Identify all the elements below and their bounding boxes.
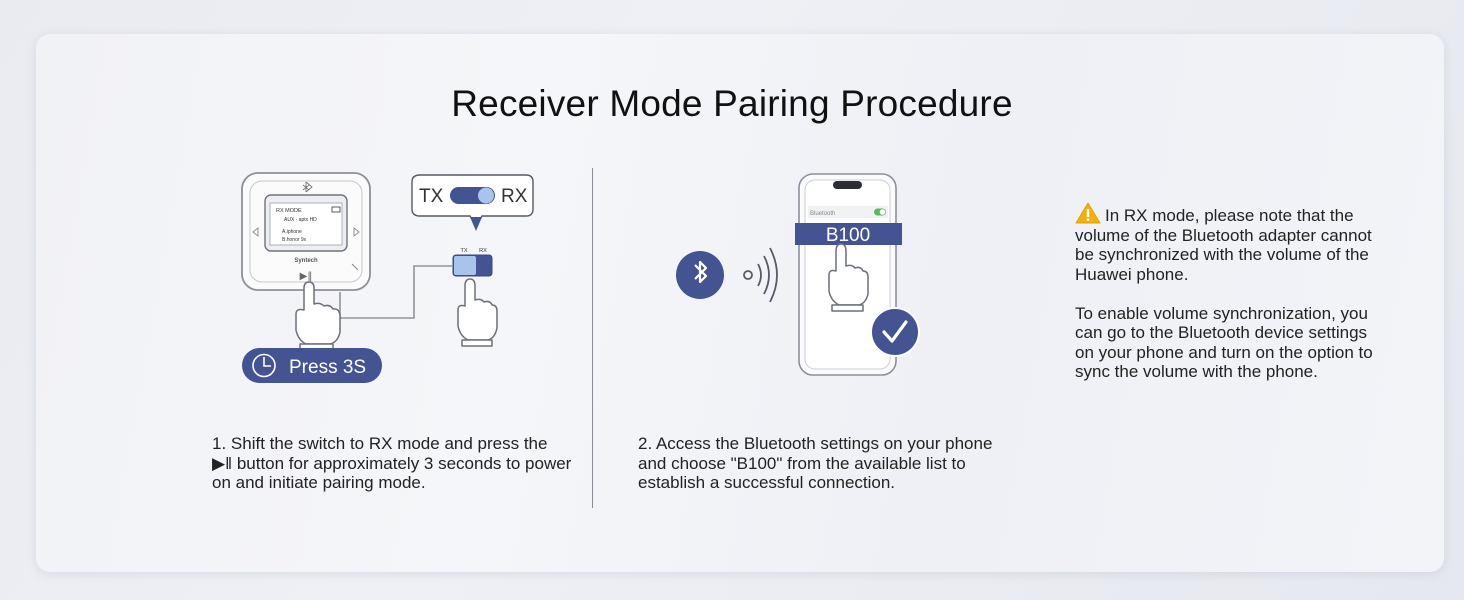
physical-switch: TX RX bbox=[452, 248, 493, 277]
bluetooth-icon bbox=[676, 251, 724, 299]
press-3s-badge: Press 3S bbox=[242, 348, 382, 383]
step1-description: 1. Shift the switch to RX mode and press… bbox=[212, 434, 572, 492]
tip-text: To enable volume synchronization, you ca… bbox=[1075, 303, 1373, 382]
clock-icon bbox=[252, 353, 276, 378]
prev-arrow-icon bbox=[252, 227, 259, 237]
next-arrow-icon bbox=[353, 227, 360, 237]
rx-mode-note: In RX mode, please note that the volume … bbox=[1075, 202, 1385, 382]
device-name-label: B100 bbox=[826, 225, 870, 246]
warning-icon bbox=[1075, 202, 1101, 224]
tapping-hand-icon bbox=[828, 243, 869, 312]
success-check-icon bbox=[870, 307, 920, 357]
cable bbox=[339, 265, 452, 319]
screen-line2: AUX · aptx HD bbox=[284, 217, 317, 223]
small-rx-label: RX bbox=[479, 248, 487, 254]
switch-hand-icon bbox=[457, 278, 498, 347]
phone-notch bbox=[833, 181, 862, 189]
play-pause-icon: ▶‖ bbox=[300, 271, 313, 282]
press-label: Press 3S bbox=[289, 357, 366, 378]
step2-description: 2. Access the Bluetooth settings on your… bbox=[638, 434, 993, 492]
warning-paragraph: In RX mode, please note that the volume … bbox=[1075, 202, 1385, 284]
switch-tx-label: TX bbox=[419, 186, 444, 207]
warning-text: In RX mode, please note that the volume … bbox=[1075, 206, 1372, 284]
switch-toggle-knob bbox=[478, 187, 494, 204]
section-divider bbox=[592, 168, 593, 508]
device-bluetooth-icon bbox=[302, 181, 313, 193]
bluetooth-setting-label: Bluetooth bbox=[810, 211, 835, 217]
device-list-item-b100[interactable]: B100 bbox=[795, 223, 902, 246]
switch-callout: TX RX bbox=[411, 174, 534, 231]
screen-line3: A.iphone bbox=[282, 229, 302, 235]
page-title: Receiver Mode Pairing Procedure bbox=[451, 82, 1013, 124]
screen-line4: B.honor 9x bbox=[282, 237, 307, 243]
signal-waves-icon bbox=[743, 247, 778, 303]
switch-rx-label: RX bbox=[501, 186, 528, 207]
content-card bbox=[36, 34, 1444, 572]
device-brand: Syntech bbox=[294, 258, 318, 264]
small-tx-label: TX bbox=[460, 248, 467, 254]
screen-line1: RX MODE bbox=[276, 208, 302, 214]
